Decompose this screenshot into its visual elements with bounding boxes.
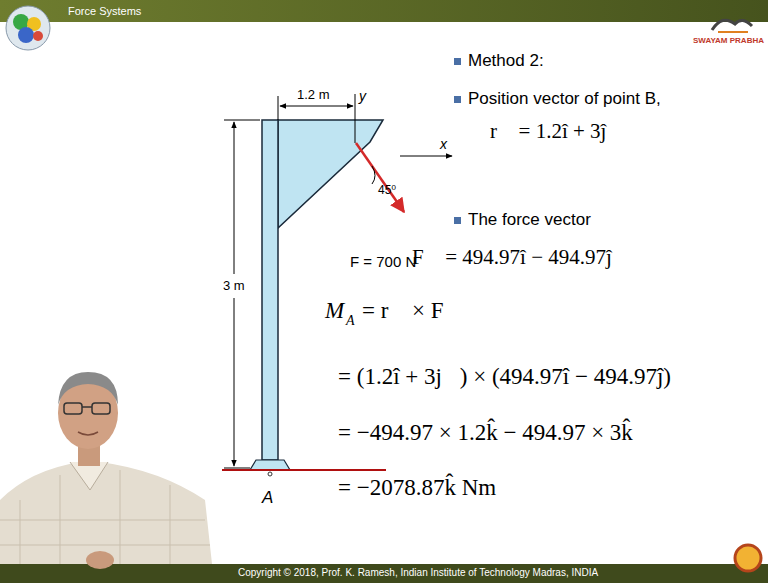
dimension-line [234,122,235,274]
dimension-label: 1.2 m [297,88,330,102]
logo-text: SWAYAM PRABHA [693,37,764,46]
bullet [454,96,461,103]
force-arrow [356,143,404,212]
bullet-text: Method 2: [468,52,544,71]
equation: = (1.2î + 3j⃗) × (494.97î − 494.97ĵ) [338,364,671,389]
bullet-text: The force vector [468,211,591,230]
institute-seal [735,545,761,571]
point-label: A [262,489,273,508]
dimension-line [234,298,235,466]
point-a [268,472,272,476]
equation: r⃗ = 1.2î + 3ĵ [490,120,606,143]
slide-title: Force Systems [68,5,141,17]
bracket-arm [278,120,383,228]
force-label: F = 700 N [350,254,416,271]
axis-label: y [359,89,366,104]
bullet [454,217,461,224]
copyright-note: Copyright © 2018, Prof. K. Ramesh, India… [238,567,598,578]
equation: = r⃗ × F⃗ [362,298,461,323]
dimension-tick [224,468,250,469]
equation: = −2078.87k̂ Nm [338,475,496,500]
dimension-line [280,106,353,107]
ground-line [222,469,386,471]
swayam-logo [712,20,752,32]
angle-label: 45⁰ [378,184,396,197]
header-bar [0,0,768,22]
angle-arc [372,166,375,184]
equation: = −494.97 × 1.2k̂ − 494.97 × 3k̂ [338,420,633,445]
dimension-tick [278,96,279,120]
dimension-tick [224,120,260,121]
x-axis [400,156,452,157]
y-axis [355,94,356,143]
course-logo [6,6,50,50]
presenter-figure [0,372,212,583]
equation-subscript: A [346,313,355,328]
bullet-text: Position vector of point B, [468,90,661,109]
footer-bar [0,564,768,583]
equation-symbol: M⃗ [325,298,362,323]
equation: F⃗ = 494.97î − 494.97ĵ [412,246,612,269]
axis-label: x [440,137,447,152]
bullet [454,58,461,65]
base-plate [250,460,290,470]
dimension-label: 3 m [223,279,245,293]
column [262,120,278,460]
